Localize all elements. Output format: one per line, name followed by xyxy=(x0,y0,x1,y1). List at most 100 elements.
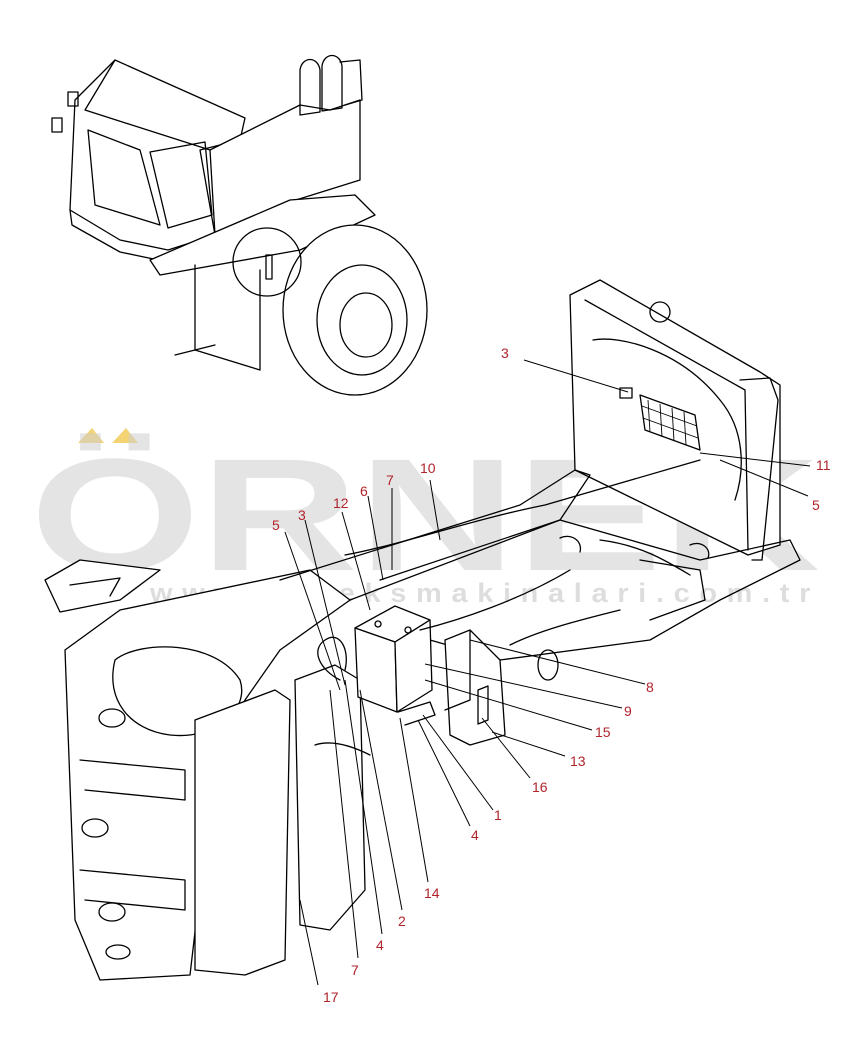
grille-line xyxy=(683,411,687,446)
watermark-accent-left xyxy=(78,428,104,443)
callout-16: 16 xyxy=(532,779,548,795)
cross-member-lower xyxy=(79,869,186,911)
cover-slot-16 xyxy=(477,685,489,725)
cross-member-upper xyxy=(79,759,186,801)
battery-terminal-positive xyxy=(374,620,382,628)
leader-9 xyxy=(424,663,623,709)
cab-window-front xyxy=(87,129,161,226)
grille-line xyxy=(659,403,663,438)
upper-side-rail xyxy=(279,469,591,581)
radiator-shroud xyxy=(569,279,781,556)
callout-8: 8 xyxy=(646,679,654,695)
leader-2 xyxy=(359,689,403,911)
leader-13 xyxy=(491,731,566,757)
leader-5a xyxy=(719,459,809,497)
callout-5: 5 xyxy=(272,517,280,533)
callout-17: 17 xyxy=(323,989,339,1005)
grille-line xyxy=(671,407,675,442)
callout-7: 7 xyxy=(351,962,359,978)
callout-3: 3 xyxy=(298,507,306,523)
callout-3: 3 xyxy=(501,345,509,361)
pivot-pin-upper xyxy=(98,708,126,728)
rear-rim-outer xyxy=(316,264,408,376)
grille-line xyxy=(642,417,699,439)
battery-bracket-plate xyxy=(294,664,366,931)
rear-rim-inner xyxy=(339,292,393,358)
leader-7b xyxy=(329,689,359,959)
fuel-line xyxy=(509,609,621,646)
radiator-cap xyxy=(649,301,671,323)
chassis-frame xyxy=(44,469,801,981)
grille-line xyxy=(641,405,698,427)
main-cable-10 xyxy=(344,459,701,556)
cab-roof-edge xyxy=(84,59,211,151)
leader-3a xyxy=(523,359,629,393)
pivot-pin-middle xyxy=(81,818,109,838)
leader-3b xyxy=(304,519,346,686)
battery-side xyxy=(394,619,433,713)
frame-column xyxy=(194,264,261,371)
battery-cable-loop xyxy=(317,636,347,681)
leader-lines xyxy=(284,359,811,986)
callout-13: 13 xyxy=(570,753,586,769)
battery-terminal-negative xyxy=(404,626,412,634)
battery-box-cover xyxy=(444,629,506,746)
watermark-accent-right xyxy=(112,428,138,443)
fan-ring xyxy=(592,338,742,501)
front-mount-bracket xyxy=(44,559,161,613)
radiator-assembly xyxy=(569,279,781,561)
air-intake xyxy=(339,59,363,106)
front-mount-hole xyxy=(69,577,121,597)
callout-7: 7 xyxy=(386,472,394,488)
leader-5b xyxy=(284,531,341,691)
machine-overview-inset xyxy=(51,54,428,396)
callout-2: 2 xyxy=(398,913,406,929)
grille-line xyxy=(647,399,651,433)
leader-15 xyxy=(424,679,593,731)
callout-9: 9 xyxy=(624,703,632,719)
radiator-side-panel xyxy=(739,377,779,561)
callout-6: 6 xyxy=(360,483,368,499)
hold-down-clamp xyxy=(397,701,436,726)
cable-rear xyxy=(599,539,691,576)
battery-box-edge xyxy=(444,629,471,711)
cab-lamp-left xyxy=(67,91,79,107)
rear-cross-member xyxy=(639,559,706,621)
lower-side-rail xyxy=(349,519,801,661)
leader-1 xyxy=(422,714,494,811)
harness-lower xyxy=(314,742,371,756)
leader-17 xyxy=(299,899,319,986)
pivot-pin-bottom xyxy=(105,944,131,960)
callout-10: 10 xyxy=(420,460,436,476)
leader-10 xyxy=(429,479,441,541)
ground-cable xyxy=(419,569,571,631)
leader-8 xyxy=(469,639,646,685)
leader-14 xyxy=(399,717,429,883)
callout-4: 4 xyxy=(471,827,479,843)
fuel-neck xyxy=(689,542,710,559)
callout-labels: 3 11 5 10 7 6 12 3 5 8 9 15 13 16 1 4 14… xyxy=(272,345,831,1005)
cab-window-side xyxy=(149,141,213,229)
callout-15: 15 xyxy=(595,724,611,740)
callout-1: 1 xyxy=(494,807,502,823)
callout-11: 11 xyxy=(816,457,831,473)
callout-14: 14 xyxy=(424,885,440,901)
leader-4b xyxy=(344,679,383,935)
leader-12 xyxy=(341,511,371,611)
battery-and-box xyxy=(354,605,506,746)
detail-battery-box-marker xyxy=(265,254,273,280)
bolt-3-upper xyxy=(619,387,633,399)
rubber-mount-8 xyxy=(537,649,559,681)
frame-foot xyxy=(174,344,216,356)
callout-12: 12 xyxy=(333,495,349,511)
exhaust-stack-right xyxy=(321,54,343,112)
leader-11 xyxy=(699,452,811,467)
hose-clamp xyxy=(559,535,582,553)
detail-callout-circle xyxy=(232,227,302,297)
callout-5: 5 xyxy=(812,497,820,513)
callout-4: 4 xyxy=(376,937,384,953)
leader-16 xyxy=(481,717,531,779)
side-rail-plate xyxy=(194,689,291,976)
